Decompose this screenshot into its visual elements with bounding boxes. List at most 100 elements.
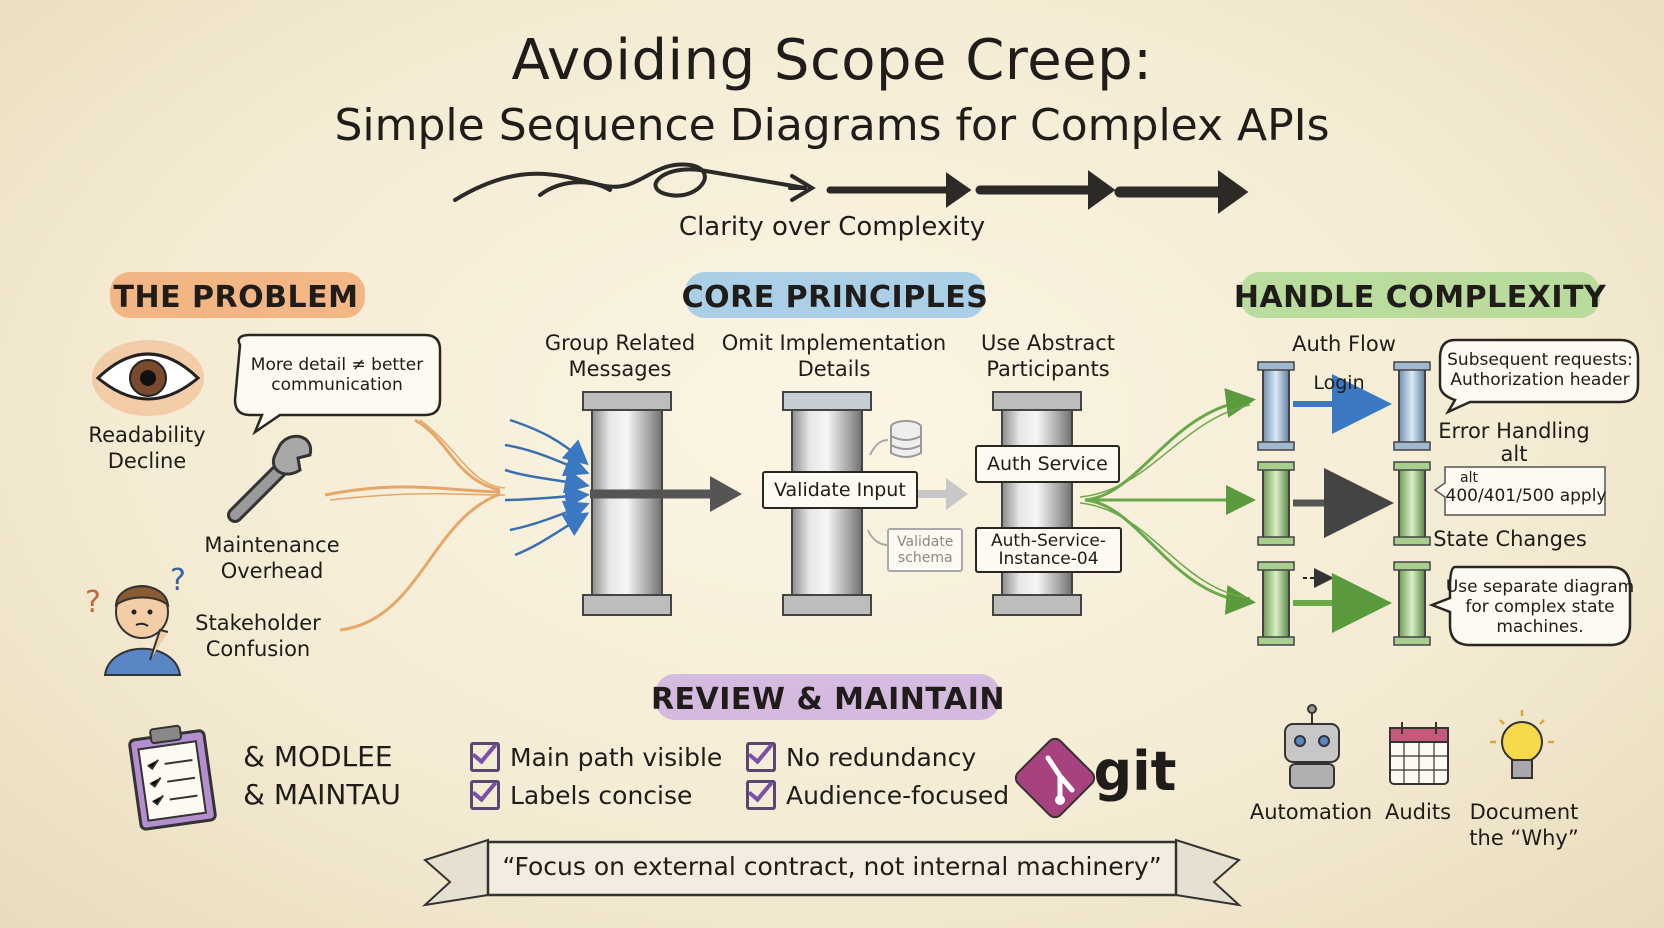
check-audience-focused-label: Audience-focused bbox=[786, 780, 1010, 810]
check-labels-concise: Labels concise bbox=[470, 780, 692, 810]
auth-service-box: Auth Service bbox=[975, 445, 1120, 483]
problem-header-wash bbox=[110, 272, 365, 318]
stakeholder-line1: Stakeholder bbox=[195, 611, 321, 635]
alt-text: 400/401/500 apply bbox=[1445, 486, 1607, 506]
tool-audits: Audits bbox=[1384, 800, 1452, 824]
validate-input-box: Validate Input bbox=[762, 471, 918, 509]
validate-schema-box: Validate schema bbox=[887, 528, 964, 572]
grouped-messages-arrows bbox=[504, 418, 590, 557]
clipboard-icon bbox=[128, 724, 217, 831]
complexity-header-wash bbox=[1240, 272, 1600, 318]
auth-flow-diagram bbox=[1257, 361, 1431, 451]
check-audience-focused: Audience-focused bbox=[746, 780, 1009, 810]
robot-icon bbox=[1284, 704, 1340, 789]
complexity-fan-arrows bbox=[1079, 388, 1256, 615]
problem-item-readability: Readability Decline bbox=[88, 422, 205, 474]
check-main-path-label: Main path visible bbox=[510, 742, 723, 772]
state-changes-diagram bbox=[1257, 561, 1431, 646]
check-labels-concise-label: Labels concise bbox=[510, 780, 693, 810]
auth-speech-bubble bbox=[1438, 338, 1640, 415]
title-arrows bbox=[453, 162, 1249, 214]
git-logo-icon bbox=[1014, 737, 1096, 819]
error-line1: Error Handling bbox=[1438, 419, 1590, 443]
maintenance-line1: Maintenance bbox=[204, 533, 340, 557]
state-bubble-line1: Use separate diagram bbox=[1445, 577, 1635, 597]
lightbulb-icon bbox=[1490, 710, 1554, 779]
check-no-redundancy-label: No redundancy bbox=[786, 742, 977, 772]
tool-document: Document the “Why” bbox=[1469, 799, 1578, 851]
checkbox-icon bbox=[746, 780, 776, 810]
principle-omit-label: Omit Implementation Details bbox=[722, 330, 946, 382]
omit-line1: Omit Implementation bbox=[721, 331, 947, 355]
wrench-icon bbox=[227, 434, 313, 523]
stakeholder-line2: Confusion bbox=[205, 637, 311, 661]
review-header: REVIEW & MAINTAIN bbox=[650, 682, 1006, 717]
eye-icon bbox=[92, 340, 204, 416]
state-speech-bubble bbox=[1428, 565, 1632, 647]
auth-bubble-line1: Subsequent requests: bbox=[1447, 350, 1633, 370]
problem-item-stakeholder: Stakeholder Confusion bbox=[195, 610, 321, 662]
review-scribble: & MODLEE & MAINTAU bbox=[243, 738, 401, 814]
alt-tag: alt bbox=[1460, 470, 1478, 486]
scribble-line2: & MAINTAU bbox=[243, 778, 401, 811]
readability-line2: Decline bbox=[107, 449, 187, 473]
quote-banner bbox=[421, 838, 1243, 907]
checkbox-icon bbox=[746, 742, 776, 772]
auth-flow-label: Auth Flow bbox=[1292, 332, 1396, 356]
problem-item-maintenance: Maintenance Overhead bbox=[204, 532, 339, 584]
readability-line1: Readability bbox=[88, 423, 206, 447]
state-bubble-text: Use separate diagram for complex state m… bbox=[1446, 577, 1634, 637]
state-bubble-line2: for complex state bbox=[1465, 597, 1615, 617]
auth-bubble-text: Subsequent requests: Authorization heade… bbox=[1447, 350, 1633, 390]
error-line2: alt bbox=[1500, 442, 1528, 466]
quote-text: “Focus on external contract, not interna… bbox=[502, 852, 1162, 881]
problem-bubble-line2: communication bbox=[271, 375, 403, 395]
validate-small-line1: Validate bbox=[897, 534, 954, 550]
auth-bubble-line2: Authorization header bbox=[1450, 370, 1630, 390]
error-handling-label: Error Handling alt bbox=[1438, 420, 1589, 466]
document-line1: Document bbox=[1469, 800, 1579, 824]
checkbox-icon bbox=[470, 742, 500, 772]
alt-note bbox=[1433, 466, 1606, 516]
state-changes-label: State Changes bbox=[1433, 527, 1587, 551]
problem-header: THE PROBLEM bbox=[113, 280, 359, 315]
state-bubble-line3: machines. bbox=[1496, 617, 1584, 637]
principles-header: CORE PRINCIPLES bbox=[681, 280, 989, 315]
auth-instance-line1: Auth-Service- bbox=[991, 531, 1106, 551]
complexity-header: HANDLE COMPLEXITY bbox=[1233, 280, 1607, 315]
title-line1: Avoiding Scope Creep: bbox=[511, 28, 1153, 93]
principle-group-label: Group Related Messages bbox=[545, 330, 695, 382]
confused-person-icon: ? ? bbox=[85, 563, 186, 676]
check-main-path: Main path visible bbox=[470, 742, 722, 772]
svg-text:?: ? bbox=[170, 563, 186, 598]
problem-speech-bubble bbox=[233, 333, 442, 436]
login-label: Login bbox=[1313, 372, 1365, 394]
title-line2: Simple Sequence Diagrams for Complex API… bbox=[334, 100, 1330, 151]
problem-bubble-text: More detail ≠ better communication bbox=[251, 355, 423, 395]
auth-instance-line2: Instance-04 bbox=[998, 549, 1099, 569]
check-no-redundancy: No redundancy bbox=[746, 742, 976, 772]
omit-line2: Details bbox=[797, 357, 871, 381]
tagline: Clarity over Complexity bbox=[678, 212, 986, 242]
document-line2: the “Why” bbox=[1469, 826, 1579, 850]
scribble-line1: & MODLEE bbox=[243, 740, 393, 773]
auth-instance-box: Auth-Service- Instance-04 bbox=[975, 527, 1122, 573]
abstract-line2: Participants bbox=[986, 357, 1110, 381]
problem-bubble-line1: More detail ≠ better bbox=[250, 355, 424, 375]
calendar-icon bbox=[1389, 722, 1449, 785]
principles-header-wash bbox=[685, 272, 985, 318]
pillar-group-related bbox=[582, 391, 672, 616]
problem-flow-lines bbox=[324, 418, 506, 632]
checkbox-icon bbox=[470, 780, 500, 810]
group-line1: Group Related bbox=[544, 331, 696, 355]
error-handling-diagram bbox=[1257, 461, 1431, 546]
pillar-abstract-participants bbox=[992, 391, 1082, 616]
maintenance-line2: Overhead bbox=[220, 559, 324, 583]
svg-text:?: ? bbox=[85, 585, 101, 620]
group-line2: Messages bbox=[568, 357, 672, 381]
review-header-wash bbox=[655, 674, 1000, 720]
database-icon bbox=[890, 420, 922, 458]
abstract-line1: Use Abstract bbox=[980, 331, 1116, 355]
